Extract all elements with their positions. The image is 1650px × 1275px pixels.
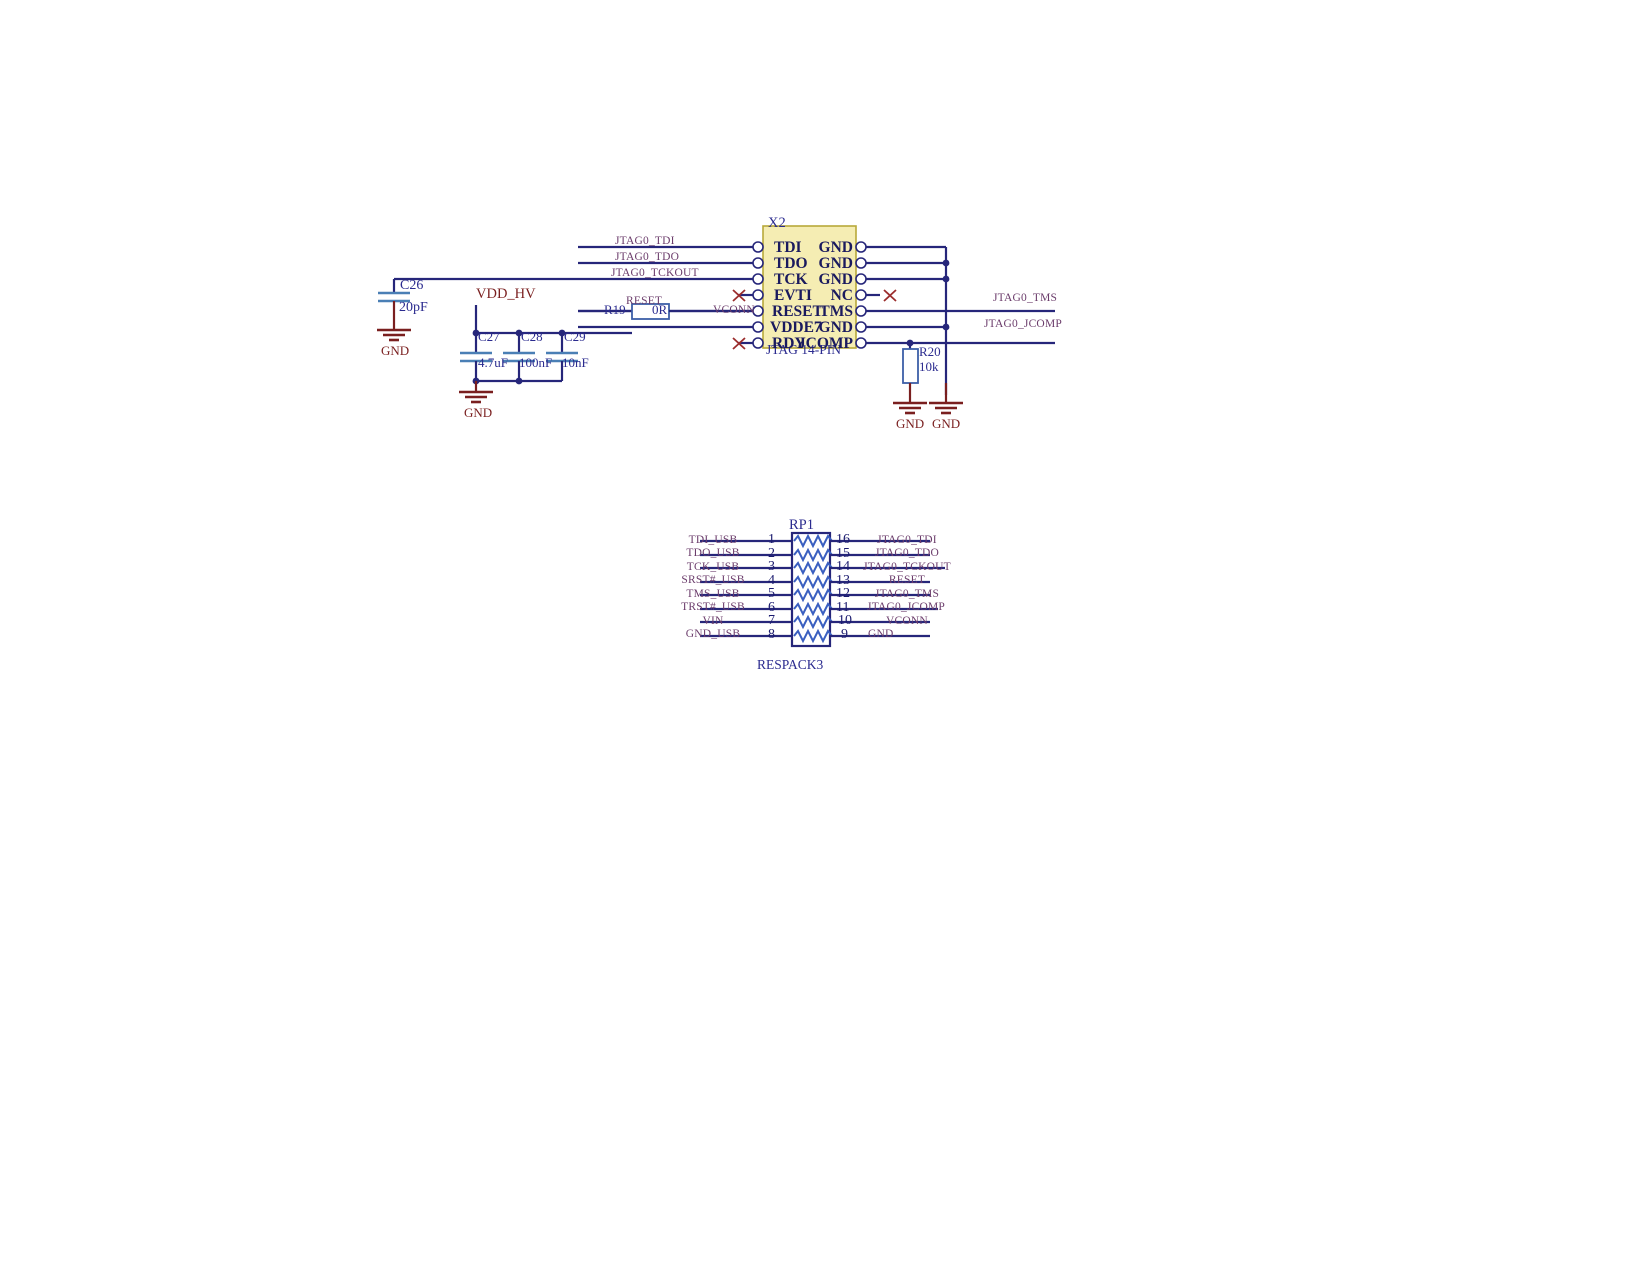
gnd-symbol-c26 [377, 328, 411, 342]
capacitor-c27-value: 4.7uF [478, 355, 508, 370]
net-label-vin: VIN [702, 615, 724, 627]
respack-rp1-pin-14: 14 [836, 559, 850, 574]
respack-rp1-pin-2: 2 [768, 546, 775, 561]
connector-x2-left-pins [752, 241, 764, 349]
resistor-r19[interactable] [578, 303, 753, 320]
pin-label-gnd-12: GND [818, 271, 853, 288]
net-label-rp1-jtag0-tckout: JTAG0_TCKOUT [863, 561, 951, 573]
ground-rail-decoupling [472, 377, 562, 392]
net-label-trst-usb: TRST#_USB [681, 601, 745, 613]
capacitor-c26[interactable] [378, 277, 578, 330]
resistor-r20-value: 10k [919, 359, 939, 374]
pin-label-gnd-14: GND [818, 239, 853, 256]
pin-label-jcomp: JCOMP [797, 335, 853, 352]
net-label-rp1-jtag0-jcomp: JTAG0_JCOMP [867, 601, 945, 613]
net-label-jtag0-tckout: JTAG0_TCKOUT [611, 267, 699, 279]
respack-rp1-elements [793, 533, 833, 644]
net-label-rp1-jtag0-tdi: JTAG0_TDI [877, 534, 937, 546]
net-label-tdo-usb: TDO_USB [686, 547, 740, 559]
respack-rp1-pin-5: 5 [768, 586, 775, 601]
capacitor-c29-value: 10nF [562, 355, 589, 370]
wires-x2-right [866, 245, 1055, 395]
net-label-jtag0-tms: JTAG0_TMS [993, 292, 1058, 304]
net-label-jtag0-tdo: JTAG0_TDO [615, 251, 680, 263]
gnd-label-decoupling: GND [464, 405, 493, 420]
connector-x2-body[interactable] [762, 225, 857, 349]
gnd-label-bus: GND [932, 416, 961, 431]
respack-rp1-pin-13: 13 [836, 573, 850, 588]
resistor-r19-value: 0R [652, 302, 668, 317]
gnd-label-c26: GND [381, 343, 410, 358]
respack-rp1-pin-12: 12 [836, 586, 850, 601]
resistor-r19-designator: R19 [604, 302, 626, 317]
pin-label-tdo: TDO [774, 255, 808, 272]
net-label-tdi-usb: TDI_USB [688, 534, 738, 546]
capacitor-c27-designator: C27 [478, 329, 500, 344]
respack-rp1-right-wires [830, 539, 945, 638]
respack-rp1-pin-15: 15 [836, 546, 850, 561]
respack-rp1-pin-3: 3 [768, 559, 775, 574]
net-label-rp1-vconn: VCONN [886, 615, 928, 627]
gnd-symbol-decoupling [459, 390, 493, 404]
net-label-rp1-jtag0-tms: JTAG0_TMS [874, 588, 940, 600]
respack-rp1-pin-1: 1 [768, 532, 775, 547]
gnd-label-r20: GND [896, 416, 925, 431]
respack-rp1-left-wires [700, 539, 792, 638]
pin-label-tdi: TDI [774, 239, 802, 256]
respack-rp1-pin-7: 7 [768, 613, 775, 628]
respack-rp1-designator: RP1 [789, 517, 814, 533]
resistor-r20[interactable] [902, 343, 919, 403]
pin-label-tck: TCK [774, 271, 808, 288]
net-label-rp1-jtag0-tdo: JTAG0_TDO [874, 547, 940, 559]
net-label-gnd-usb: GND_USB [685, 628, 741, 640]
capacitor-c28-designator: C28 [521, 329, 543, 344]
net-label-vconn: VCONN [713, 304, 755, 316]
no-connect-marks [732, 289, 897, 350]
respack-rp1-pin-10: 10 [838, 613, 852, 628]
connector-x2-footprint: JTAG 14-PIN [766, 342, 842, 357]
capacitor-c26-value: 20pF [399, 300, 428, 315]
respack-rp1-body[interactable] [790, 531, 832, 648]
net-label-tck-usb: TCK_USB [686, 561, 740, 573]
pin-label-nc: NC [830, 287, 853, 304]
capacitor-c29-designator: C29 [564, 329, 586, 344]
net-label-jtag0-tdi: JTAG0_TDI [615, 235, 675, 247]
resistor-r20-designator: R20 [919, 344, 941, 359]
pin-label-evti: EVTI [774, 287, 812, 304]
gnd-symbol-r20 [893, 401, 927, 415]
connector-x2-right-pins [855, 241, 867, 349]
gnd-symbol-bus [929, 383, 963, 415]
respack-rp1-pin-9: 9 [841, 627, 848, 642]
pin-label-rdy: RDY [772, 335, 806, 352]
pin-label-reset: RESET [772, 303, 823, 320]
respack-rp1-footprint: RESPACK3 [757, 657, 824, 672]
capacitor-c28-value: 100nF [519, 355, 553, 370]
respack-rp1-pin-16: 16 [836, 532, 850, 547]
power-rail-vdd-hv [472, 305, 632, 337]
capacitor-c26-designator: C26 [400, 278, 424, 293]
respack-rp1-pin-11: 11 [836, 600, 850, 615]
capacitor-c27[interactable] [460, 333, 492, 381]
respack-rp1-pin-8: 8 [768, 627, 775, 642]
capacitor-c29[interactable] [546, 333, 578, 381]
connector-x2-designator: X2 [768, 215, 786, 231]
net-label-reset: RESET [626, 295, 663, 307]
net-label-srst-usb: SRST#_USB [681, 574, 745, 586]
pin-label-gnd-13: GND [818, 255, 853, 272]
net-label-jtag0-jcomp: JTAG0_JCOMP [984, 318, 1062, 330]
pin-label-vdde7: VDDE7 [770, 319, 822, 336]
pin-label-tms: TMS [819, 303, 853, 320]
pin-label-gnd-9: GND [818, 319, 853, 336]
power-label-vdd-hv: VDD_HV [476, 286, 536, 302]
net-label-rp1-gnd: GND [868, 628, 894, 640]
net-label-tms-usb: TMS_USB [686, 588, 740, 600]
respack-rp1-pin-6: 6 [768, 600, 775, 615]
respack-rp1-pin-4: 4 [768, 573, 775, 588]
net-label-rp1-reset: RESET [888, 574, 926, 586]
